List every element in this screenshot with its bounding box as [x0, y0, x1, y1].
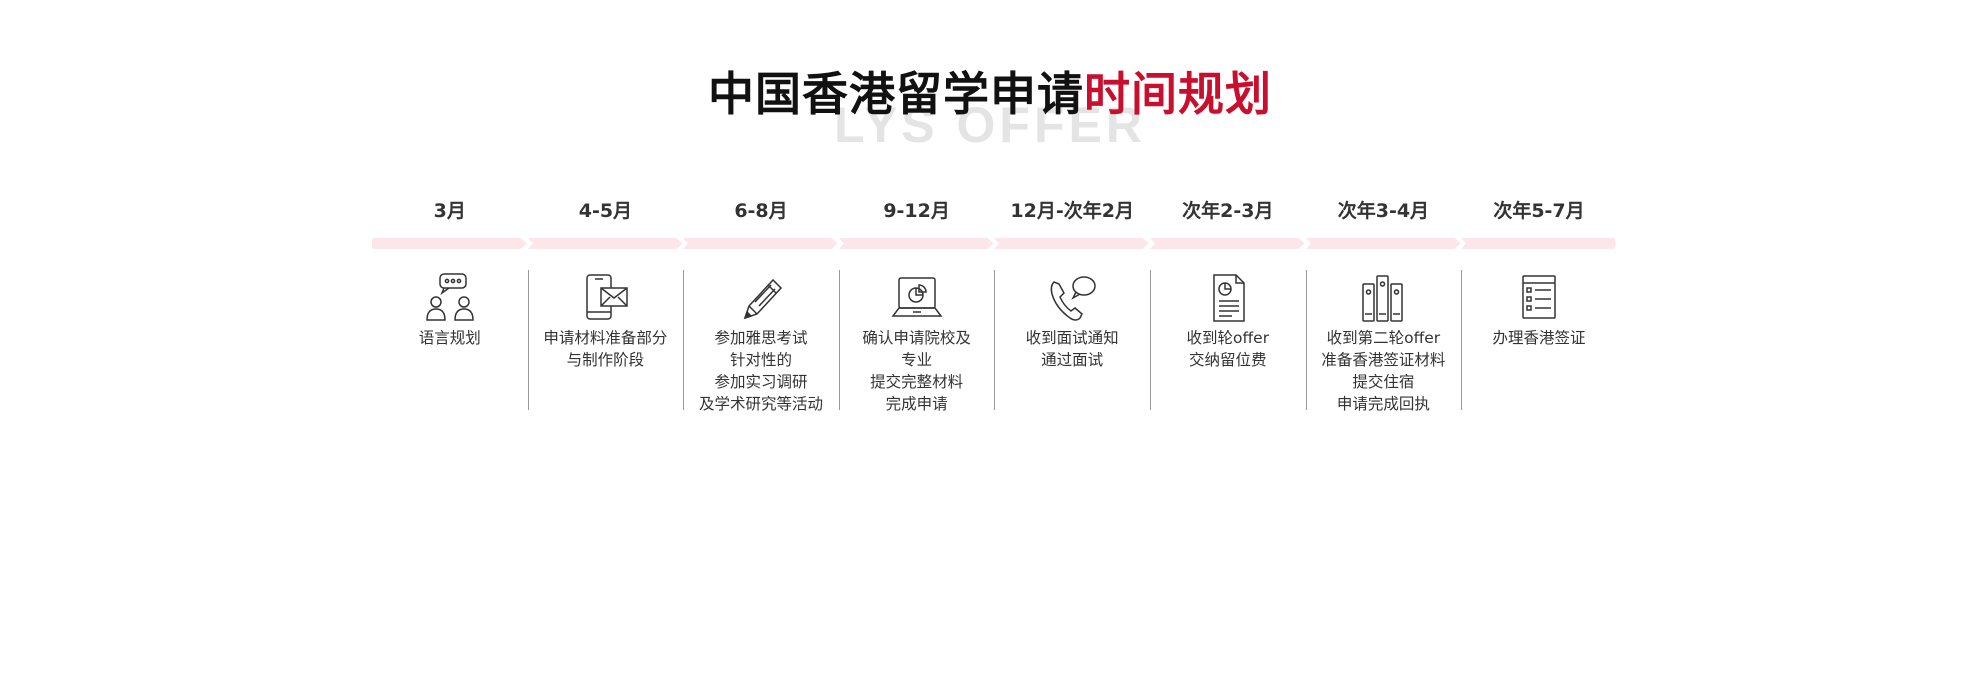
timeline-step-3: 6-8月 参加雅思考试 针对性的 参加实习调研 及学术研究等活动 [683, 190, 839, 430]
step-period: 次年2-3月 [1182, 200, 1274, 222]
step-period: 4-5月 [578, 200, 633, 222]
page-title: 中国香港留学申请时间规划 [0, 58, 1980, 124]
timeline-step-5: 12月-次年2月 收到面试通知 通过面试 [994, 190, 1150, 430]
desc-line: 针对性的 [729, 351, 792, 369]
desc-line: 收到轮offer [1186, 329, 1270, 347]
desc-line: 办理香港签证 [1492, 329, 1586, 347]
desc-line: 与制作阶段 [566, 351, 645, 369]
step-period: 9-12月 [883, 200, 950, 222]
step-description: 参加雅思考试 针对性的 参加实习调研 及学术研究等活动 [687, 327, 835, 415]
desc-line: 申请完成回执 [1336, 395, 1430, 413]
pencil-icon [743, 278, 783, 320]
step-arrow [372, 238, 527, 249]
timeline: 3月 语言规划 4-5月 申请材料准备部分 与制作阶段 [372, 190, 1617, 430]
step-divider [1305, 270, 1307, 410]
timeline-step-4: 9-12月 确认申请院校及 专业 提交完整材料 完成申请 [838, 190, 995, 430]
desc-line: 提交住宿 [1352, 373, 1415, 391]
title-watermark: LYS OFFER [834, 97, 1146, 153]
timeline-step-2: 4-5月 申请材料准备部分 与制作阶段 [527, 190, 684, 430]
desc-line: 通过面试 [1041, 351, 1104, 369]
step-description: 收到第二轮offer 准备香港签证材料 提交住宿 申请完成回执 [1310, 327, 1458, 415]
step-description: 语言规划 [376, 327, 524, 349]
step-description: 确认申请院校及 专业 提交完整材料 完成申请 [843, 327, 991, 415]
desc-line: 交纳留位费 [1189, 351, 1267, 369]
desc-line: 完成申请 [885, 395, 948, 413]
step-divider [683, 270, 685, 410]
step-arrow [994, 238, 1149, 249]
step-period: 次年3-4月 [1337, 200, 1430, 222]
desc-line: 确认申请院校及 [862, 329, 971, 347]
step-arrow [683, 238, 838, 249]
desc-line: 及学术研究等活动 [698, 395, 823, 413]
desc-line: 语言规划 [418, 329, 481, 347]
step-divider [1150, 270, 1151, 410]
phone-mail-icon [586, 274, 629, 320]
step-arrow [1150, 238, 1305, 249]
phone-call-icon [1050, 276, 1096, 321]
step-divider [527, 270, 529, 410]
timeline-step-8: 次年5-7月 办理香港签证 [1461, 190, 1617, 430]
desc-line: 参加雅思考试 [714, 329, 808, 347]
desc-line: 准备香港签证材料 [1321, 351, 1446, 369]
checklist-icon [1522, 275, 1556, 319]
step-period: 6-8月 [734, 200, 788, 222]
desc-line: 申请材料准备部分 [543, 329, 668, 347]
desc-line: 专业 [901, 351, 933, 369]
step-arrow [1305, 238, 1461, 249]
step-description: 申请材料准备部分 与制作阶段 [532, 327, 680, 371]
desc-line: 参加实习调研 [714, 373, 808, 391]
binders-icon [1362, 275, 1404, 322]
step-period: 3月 [433, 200, 466, 222]
document-chart-icon [1213, 274, 1245, 322]
desc-line: 收到第二轮offer [1326, 329, 1441, 347]
timeline-step-1: 3月 语言规划 [372, 190, 528, 430]
step-description: 收到面试通知 通过面试 [998, 327, 1146, 371]
timeline-step-6: 次年2-3月 收到轮offer 交纳留位费 [1150, 190, 1306, 430]
step-description: 办理香港签证 [1465, 327, 1613, 349]
step-arrow [527, 238, 683, 249]
step-period: 次年5-7月 [1493, 200, 1585, 222]
title-red-part: 时间规划 [1084, 67, 1272, 121]
timeline-step-7: 次年3-4月 收到第二轮offer 准备香港签证材料 提交住宿 申请完成回执 [1305, 190, 1462, 430]
speech-people-icon [426, 273, 474, 321]
laptop-chart-icon [891, 277, 943, 317]
step-period: 12月-次年2月 [1010, 200, 1134, 222]
desc-line: 提交完整材料 [870, 373, 964, 391]
step-divider [1461, 270, 1463, 410]
title-black-part: 中国香港留学申请 [708, 67, 1084, 121]
step-divider [994, 270, 996, 410]
step-arrow [838, 238, 994, 249]
step-arrow [1461, 238, 1616, 249]
step-description: 收到轮offer 交纳留位费 [1154, 327, 1302, 371]
step-divider [838, 270, 840, 410]
desc-line: 收到面试通知 [1025, 329, 1119, 347]
title-area: LYS OFFER 中国香港留学申请时间规划 [0, 58, 1980, 153]
